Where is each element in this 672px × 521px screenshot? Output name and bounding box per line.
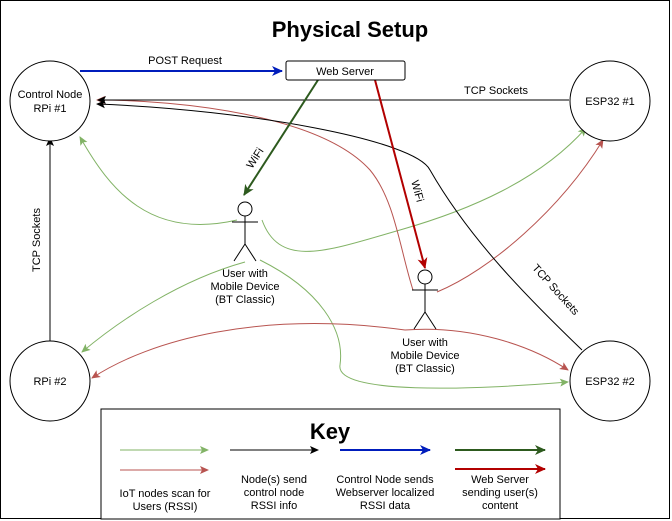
label-wifi-user1: WiFi — [244, 146, 266, 171]
edge-tcp-esp2-to-rpi1 — [96, 100, 583, 351]
key-item-tcp-line2: control node — [244, 487, 305, 499]
user1-label-line2: Mobile Device — [210, 281, 279, 293]
key-item-post-line2: Webserver localized — [336, 487, 435, 499]
user1-label: User with Mobile Device (BT Classic) — [210, 268, 279, 306]
key-item-tcp-line3: RSSI info — [251, 500, 297, 512]
label-tcp-esp2: TCP Sockets — [529, 262, 581, 318]
node-esp1-label: ESP32 #1 — [585, 96, 635, 108]
user2-label-line2: Mobile Device — [390, 350, 459, 362]
key-item-post-line3: RSSI data — [360, 500, 411, 512]
node-web-server: Web Server — [285, 60, 406, 81]
edge-scan-user1-to-esp2 — [259, 259, 569, 389]
node-esp32-1: ESP32 #1 — [569, 60, 651, 142]
user2-label-line3: (BT Classic) — [395, 363, 455, 375]
key-item-post-line1: Control Node sends — [336, 474, 434, 486]
user2-label: User with Mobile Device (BT Classic) — [390, 337, 459, 375]
node-web-server-label: Web Server — [316, 66, 374, 78]
node-rpi2-label: RPi #2 — [33, 376, 66, 388]
node-esp2-label: ESP32 #2 — [585, 376, 635, 388]
key-item-wifi-line2: sending user(s) — [462, 487, 538, 499]
key-item-wifi-line1: Web Server — [471, 474, 529, 486]
key-title: Key — [310, 419, 351, 444]
node-control-line2: RPi #1 — [33, 103, 66, 115]
edge-scan-user1-to-rpi1 — [79, 136, 238, 225]
node-rpi2: RPi #2 — [9, 340, 91, 422]
label-tcp-rpi2: TCP Sockets — [31, 208, 43, 272]
node-control-line1: Control Node — [18, 89, 83, 101]
key-item-tcp-line1: Node(s) send — [241, 474, 307, 486]
edge-wifi-server-to-user2 — [374, 79, 428, 269]
edge-scan-user2-to-esp1 — [436, 139, 604, 293]
label-wifi-user2: WiFi — [408, 179, 425, 203]
diagram-title: Physical Setup — [272, 17, 429, 42]
key-item-wifi-line3: content — [482, 500, 518, 512]
key-item-scan-line1: IoT nodes scan for — [120, 488, 211, 500]
node-control-rpi1: Control Node RPi #1 — [9, 60, 91, 142]
edge-scan-user1-to-esp1 — [261, 127, 587, 252]
key-box: Key IoT nodes scan for Users (RSSI) Node… — [100, 408, 561, 520]
label-tcp-esp1-bg — [456, 82, 536, 96]
user2-label-line1: User with — [402, 337, 448, 349]
edge-scan-user2-to-rpi1 — [96, 96, 414, 291]
edge-scan-user2-to-rpi2 — [91, 323, 406, 379]
edge-scan-user1-to-rpi2 — [81, 261, 246, 353]
user2-figure-icon — [412, 269, 438, 330]
label-post-request: POST Request — [148, 55, 222, 67]
user1-figure-icon — [232, 201, 258, 262]
edge-scan-user2-to-esp2 — [404, 328, 569, 371]
node-esp32-2: ESP32 #2 — [569, 340, 651, 422]
user1-label-line1: User with — [222, 268, 268, 280]
key-item-scan-line2: Users (RSSI) — [133, 501, 198, 513]
user1-label-line3: (BT Classic) — [215, 294, 275, 306]
label-tcp-esp1: TCP Sockets — [464, 85, 528, 97]
edge-wifi-server-to-user1 — [243, 79, 319, 196]
